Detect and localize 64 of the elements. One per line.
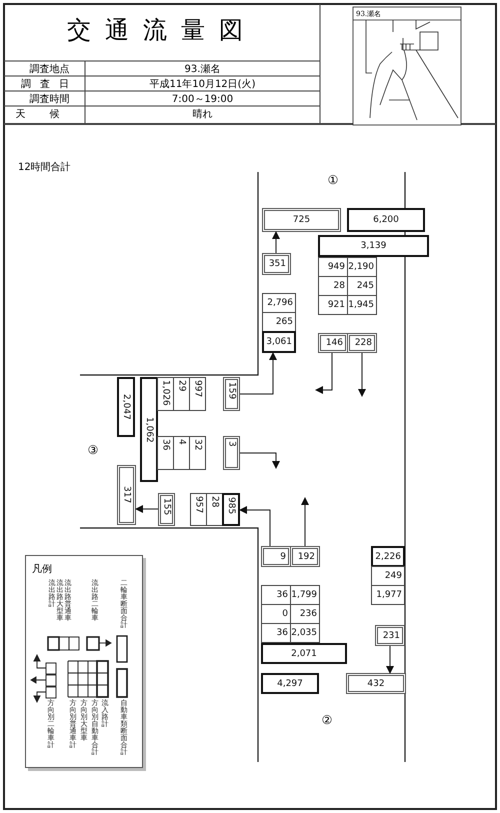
count-box: 2,190 (347, 257, 377, 277)
field-label: 天候 (14, 108, 84, 122)
count-box: 28 (206, 493, 223, 526)
arrow (358, 352, 366, 397)
field-value: 93.瀬名 (184, 62, 222, 76)
count-box: 231 (375, 625, 405, 646)
field-label: 調査地点 (28, 62, 70, 76)
count-box: 2,226 (371, 546, 405, 567)
count-box: 265 (262, 312, 296, 332)
count-box: 155 (158, 493, 175, 526)
count-box: 192 (290, 546, 320, 567)
count-box: 351 (262, 253, 291, 275)
count-box: 3 (223, 436, 240, 470)
count-box: 1,945 (347, 295, 377, 315)
arrow (315, 352, 332, 394)
count-box: 249 (371, 566, 405, 586)
count-box: 317 (117, 465, 136, 525)
count-box: 1,062 (140, 377, 158, 482)
count-box: 1,977 (371, 585, 405, 605)
legend-title: 凡例 (32, 563, 53, 576)
count-box: 1,799 (290, 585, 320, 605)
count-box: 159 (223, 377, 240, 411)
arrow (301, 497, 309, 546)
count-box: 4,297 (261, 673, 319, 694)
field-value: 平成11年10月12日(火) (148, 78, 256, 91)
count-box: 36 (261, 623, 291, 643)
arrow (240, 452, 280, 469)
count-box: 725 (262, 208, 341, 232)
arrow (386, 646, 394, 674)
count-box: 146 (318, 333, 348, 353)
count-box: 36 (261, 585, 291, 605)
arrow (240, 352, 277, 394)
count-box: 949 (318, 257, 348, 277)
count-box: 997 (189, 377, 206, 411)
count-box: 3,061 (262, 331, 296, 353)
count-box: 6,200 (347, 208, 425, 232)
field-value: 7:00～19:00 (170, 92, 234, 106)
arrow (135, 505, 158, 513)
count-box: 921 (318, 295, 348, 315)
field-label: 調査日 (20, 78, 79, 91)
count-box: 29 (173, 377, 190, 411)
approach-number: ③ (86, 442, 100, 458)
count-box: 32 (189, 436, 206, 470)
count-box: 432 (346, 673, 406, 694)
field-label: 調査時間 (28, 92, 70, 106)
count-box: 3,139 (318, 235, 429, 257)
approach-number: ① (326, 172, 340, 188)
count-box: 2,071 (261, 643, 347, 664)
title: 交通流量図 (66, 15, 258, 46)
count-box: 2,047 (117, 377, 135, 437)
count-box: 2,796 (262, 293, 296, 313)
count-box: 4 (173, 436, 190, 470)
count-box: 36 (157, 436, 174, 470)
count-box: 9 (261, 546, 291, 567)
count-box: 1,026 (157, 377, 174, 411)
count-box: 957 (190, 493, 207, 526)
count-box: 228 (347, 333, 377, 353)
approach-number: ② (320, 712, 334, 728)
section-title: 12時間合計 (18, 160, 72, 174)
count-box: 985 (222, 493, 240, 526)
arrow (272, 231, 280, 254)
count-box: 2,035 (290, 623, 320, 643)
field-value: 晴れ (192, 108, 214, 122)
arrow (239, 506, 270, 546)
